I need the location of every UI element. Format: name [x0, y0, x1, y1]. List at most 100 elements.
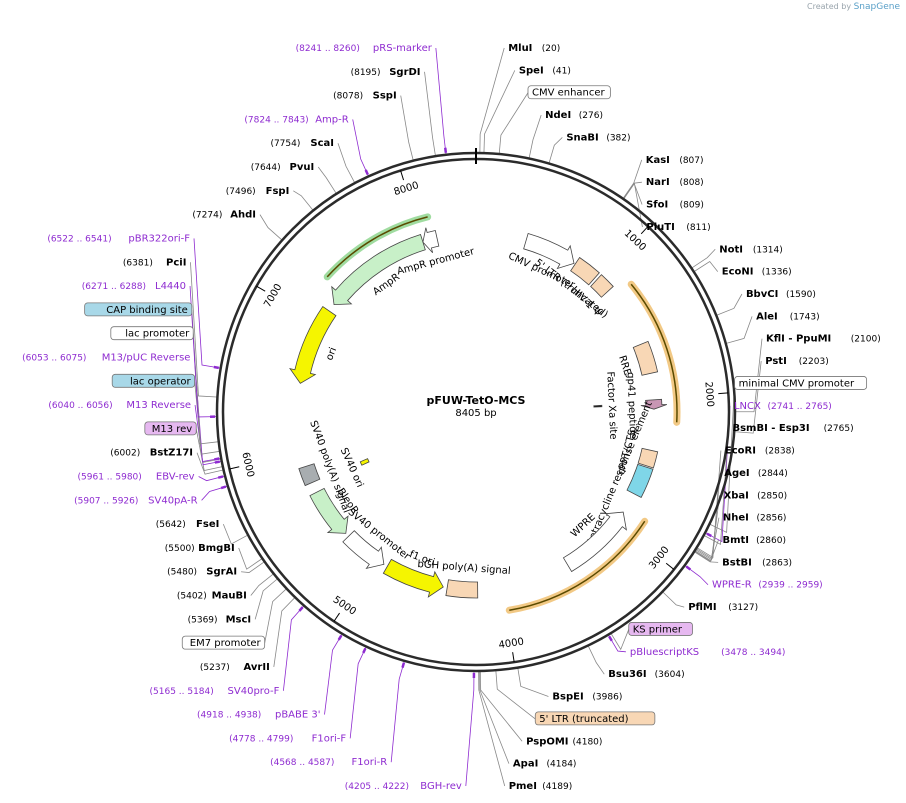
site-maubi: MauBI(5402)	[177, 591, 247, 602]
site-name: SpeI	[519, 65, 544, 76]
leader-bstbi	[694, 551, 719, 563]
credit-prefix: Created by	[807, 2, 852, 11]
site-position: (5237)	[200, 663, 230, 673]
site-position: (2860)	[756, 536, 786, 546]
primer-mark	[608, 635, 613, 642]
leader-scai	[337, 143, 355, 183]
primer-mark	[214, 460, 220, 464]
feature-gp41-peptide	[640, 398, 667, 410]
tick-mark	[256, 285, 266, 292]
leader-fsei	[222, 523, 248, 545]
site-position: (7274)	[192, 211, 222, 221]
leader-l4440	[189, 286, 217, 418]
site-position: (6522 .. 6541)	[47, 234, 111, 244]
primer-mark	[364, 169, 369, 176]
site-name: M13 rev	[152, 424, 193, 435]
primer-mark	[214, 457, 220, 461]
feature-tag-em7-promoter: EM7 promoter	[181, 635, 266, 650]
orf-arc-line	[630, 283, 678, 423]
site-name: pBluescriptKS	[630, 647, 699, 658]
leader-lines	[189, 47, 763, 787]
site-name: CMV enhancer	[532, 88, 606, 99]
feature-ampr	[331, 233, 426, 306]
credit-brand: SnapGene	[853, 2, 900, 12]
site-name: SfoI	[646, 200, 668, 211]
tick-label: 7000	[262, 282, 284, 310]
feature-tag-cap-binding-site: CAP binding site	[84, 302, 193, 317]
site-name: 5' LTR (truncated)	[539, 714, 628, 725]
leader-ndei	[528, 114, 542, 158]
primer-ebv-rev: EBV-rev(5961 .. 5980)	[78, 472, 195, 483]
leader-kasi	[623, 159, 643, 199]
site-nari: NarI(808)	[646, 177, 704, 188]
leader-agei	[696, 472, 721, 560]
leader-bgh-rev	[465, 671, 475, 787]
feature-label-ori: ori	[324, 346, 339, 362]
tick-mark	[718, 392, 729, 395]
plasmid-length: 8405 bp	[455, 408, 496, 419]
feature-cppt-cts	[637, 447, 659, 469]
site-position: (8078)	[333, 92, 363, 102]
site-name: M13 Reverse	[126, 400, 191, 411]
site-position: (1743)	[790, 312, 820, 322]
site-econi: EcoNI(1336)	[722, 267, 792, 278]
site-bbvci: BbvCI(1590)	[746, 289, 816, 300]
leader-mlui	[479, 47, 505, 153]
primer-prs-marker: pRS-marker(8241 .. 8260)	[296, 43, 433, 54]
site-name: SgrDI	[389, 67, 420, 78]
primer-pbluescriptks: pBluescriptKS(3478 .. 3494)	[630, 647, 785, 658]
site-name: KS primer	[633, 624, 683, 635]
leader-pmei	[478, 671, 506, 787]
feature-label-gp41-peptide: gp41 peptide	[624, 372, 638, 439]
site-name: SgrAI	[206, 567, 237, 578]
site-position: (2203)	[799, 357, 829, 367]
site-name: BbvCI	[746, 289, 778, 300]
site-name: BmtI	[722, 535, 749, 546]
leader-kfli-ppumi	[735, 338, 763, 413]
leader-pspomi	[479, 671, 523, 742]
site-position: (2850)	[757, 491, 787, 501]
site-bstbi: BstBI(2863)	[722, 557, 792, 568]
primer-f1ori-f: F1ori-F(4778 .. 4799)	[229, 733, 346, 744]
tick-mark	[665, 562, 675, 570]
site-position: (6040 .. 6056)	[48, 401, 112, 411]
site-position: (5165 .. 5184)	[150, 687, 214, 697]
leader-ks-primer	[611, 629, 630, 651]
site-name: pRS-marker	[373, 43, 433, 54]
site-name: EM7 promoter	[190, 638, 262, 649]
tick-label: 8000	[393, 180, 421, 198]
leader-bsu36i	[588, 646, 605, 675]
primer-wpre-r: WPRE-R(2939 .. 2959)	[712, 580, 823, 591]
site-name: PmeI	[509, 781, 537, 792]
site-labels: MluI(20)SpeI(41)CMV enhancerNdeI(276)Sna…	[22, 43, 881, 792]
site-name: SnaBI	[566, 132, 598, 143]
primer-mark	[217, 475, 224, 479]
site-position: (3127)	[728, 603, 758, 613]
feature-tag-ks-primer: KS primer	[628, 622, 693, 636]
primer-mark	[706, 532, 712, 538]
leader-prs-marker	[435, 47, 447, 154]
backbone	[215, 148, 737, 673]
site-position: (5369)	[188, 615, 218, 625]
site-name: PflMI	[688, 602, 716, 613]
feature-tetracycline-response-element	[626, 463, 654, 499]
snapgene-credit: Created by SnapGene	[807, 2, 900, 12]
site-name: AhdI	[230, 210, 256, 221]
site-position: (2838)	[765, 447, 795, 457]
tick-label: 5000	[331, 594, 358, 617]
leader-ebv-rev	[198, 475, 225, 482]
leader-msci	[254, 578, 278, 620]
primer-mark	[444, 147, 448, 153]
tick-mark	[400, 170, 405, 181]
site-position: (809)	[680, 201, 704, 211]
primer-sv40pa-r: SV40pA-R(5907 .. 5926)	[74, 495, 198, 506]
site-nhei: NheI(2856)	[723, 513, 787, 524]
leader-ahdi	[259, 214, 282, 240]
site-bstz17i: BstZ17I(6002)	[110, 448, 193, 459]
site-name: EBV-rev	[156, 472, 195, 483]
site-avrii: AvrII(5237)	[200, 662, 270, 673]
site-name: F1ori-R	[351, 757, 387, 768]
feature-factor-xa-site	[593, 404, 603, 408]
site-name: pBR322ori-F	[128, 233, 190, 244]
